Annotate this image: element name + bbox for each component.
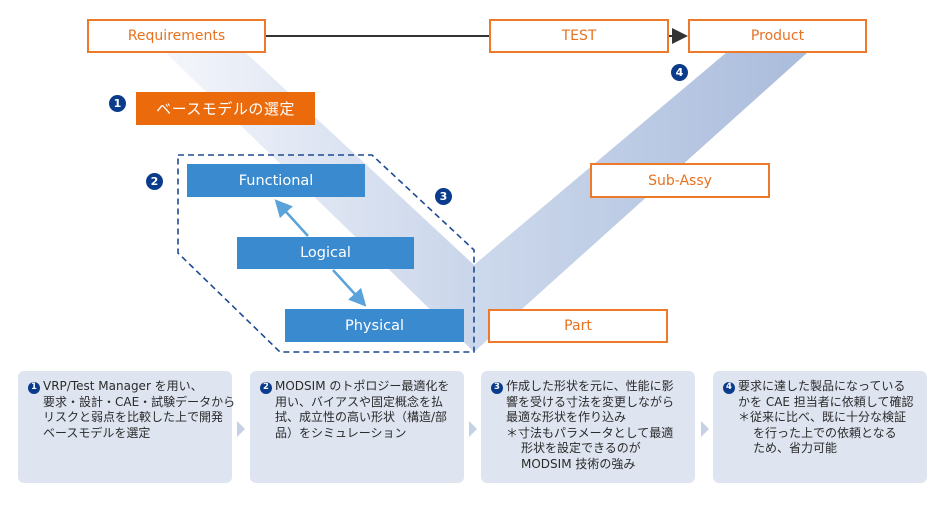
functional-box: Functional <box>187 164 365 197</box>
step-card-4-line-5: ため、省力可能 <box>753 441 838 455</box>
physical-label: Physical <box>345 317 404 334</box>
functional-logical-arrow <box>274 199 309 237</box>
logical-box: Logical <box>237 237 414 269</box>
part-label: Part <box>564 318 592 334</box>
step-card-3-line-6: MODSIM 技術の強み <box>521 456 636 471</box>
chevron-right-icon <box>701 421 709 437</box>
step-2-badge: 2 <box>146 173 163 190</box>
step-card-2-line-2: 用い、バイアスや固定概念を払 <box>275 394 444 409</box>
step-card-1-line-3: リスクと弱点を比較した上で開発 <box>43 410 224 424</box>
step-4-number: 4 <box>675 66 684 79</box>
test-box: TEST <box>489 19 669 53</box>
sub-assy-box: Sub-Assy <box>590 163 770 198</box>
base-model-selection-box: ベースモデルの選定 <box>136 92 315 125</box>
step-card-3-line-2: 響を受ける寸法を変更しながら <box>506 394 675 409</box>
left-descending-band <box>165 52 474 352</box>
step-card-2-line-3: 拭、成立性の高い形状（構造/部 <box>275 410 448 424</box>
step-3-number: 3 <box>439 190 448 203</box>
physical-box: Physical <box>285 309 464 342</box>
step-card-2-line-4: 品）をシミュレーション <box>275 425 407 440</box>
step-card-4-line-3: ＊従来に比べ、既に十分な検証 <box>738 410 907 424</box>
step-card-4-text-1: 要求に達した製品になっている <box>738 379 906 393</box>
product-label: Product <box>750 28 805 44</box>
step-card-1-badge: 1 <box>28 381 40 394</box>
requirements-label: Requirements <box>127 28 226 44</box>
step-1-badge: 1 <box>109 95 126 112</box>
sub-assy-label: Sub-Assy <box>648 172 712 189</box>
step-card-3-line-4: ＊寸法もパラメータとして最適 <box>506 425 674 440</box>
step-3-badge: 3 <box>435 188 452 205</box>
step-card-1-line-4: ベースモデルを選定 <box>43 425 151 440</box>
chevron-right-icon <box>237 421 245 437</box>
dashed-design-region <box>177 154 475 353</box>
step-card-4-line-4: を行った上での依頼となる <box>753 425 897 440</box>
step-1-number: 1 <box>113 97 122 110</box>
step-card-1-line-2: 要求・設計・CAE・試験データから <box>43 394 236 409</box>
step-card-2-badge: 2 <box>260 381 272 394</box>
step-card-4-badge: 4 <box>723 381 735 394</box>
functional-label: Functional <box>238 172 314 189</box>
step-card-3-badge: 3 <box>491 381 503 394</box>
logical-label: Logical <box>300 245 351 261</box>
part-box: Part <box>488 309 668 343</box>
right-ascending-band <box>474 52 808 352</box>
step-card-3-text-1: 作成した形状を元に、性能に影 <box>506 379 674 393</box>
step-2-number: 2 <box>150 175 159 188</box>
requirements-box: Requirements <box>87 19 266 53</box>
product-box: Product <box>688 19 867 53</box>
chevron-right-icon <box>469 421 477 437</box>
step-card-1-text-1: VRP/Test Manager を用い、 <box>43 379 203 393</box>
step-card-2-text-1: MODSIM のトポロジー最適化を <box>275 379 450 393</box>
step-card-3-line-5: 形状を設定できるのが <box>521 441 641 455</box>
base-model-label: ベースモデルの選定 <box>156 100 295 118</box>
v-model-diagram <box>165 28 808 353</box>
test-label: TEST <box>561 28 597 44</box>
step-4-badge: 4 <box>671 64 688 81</box>
step-card-4-line-2: かを CAE 担当者に依頼して確認 <box>738 394 914 409</box>
step-card-3-line-3: 最適な形状を作り込み <box>506 410 627 424</box>
logical-physical-arrow <box>332 269 367 307</box>
